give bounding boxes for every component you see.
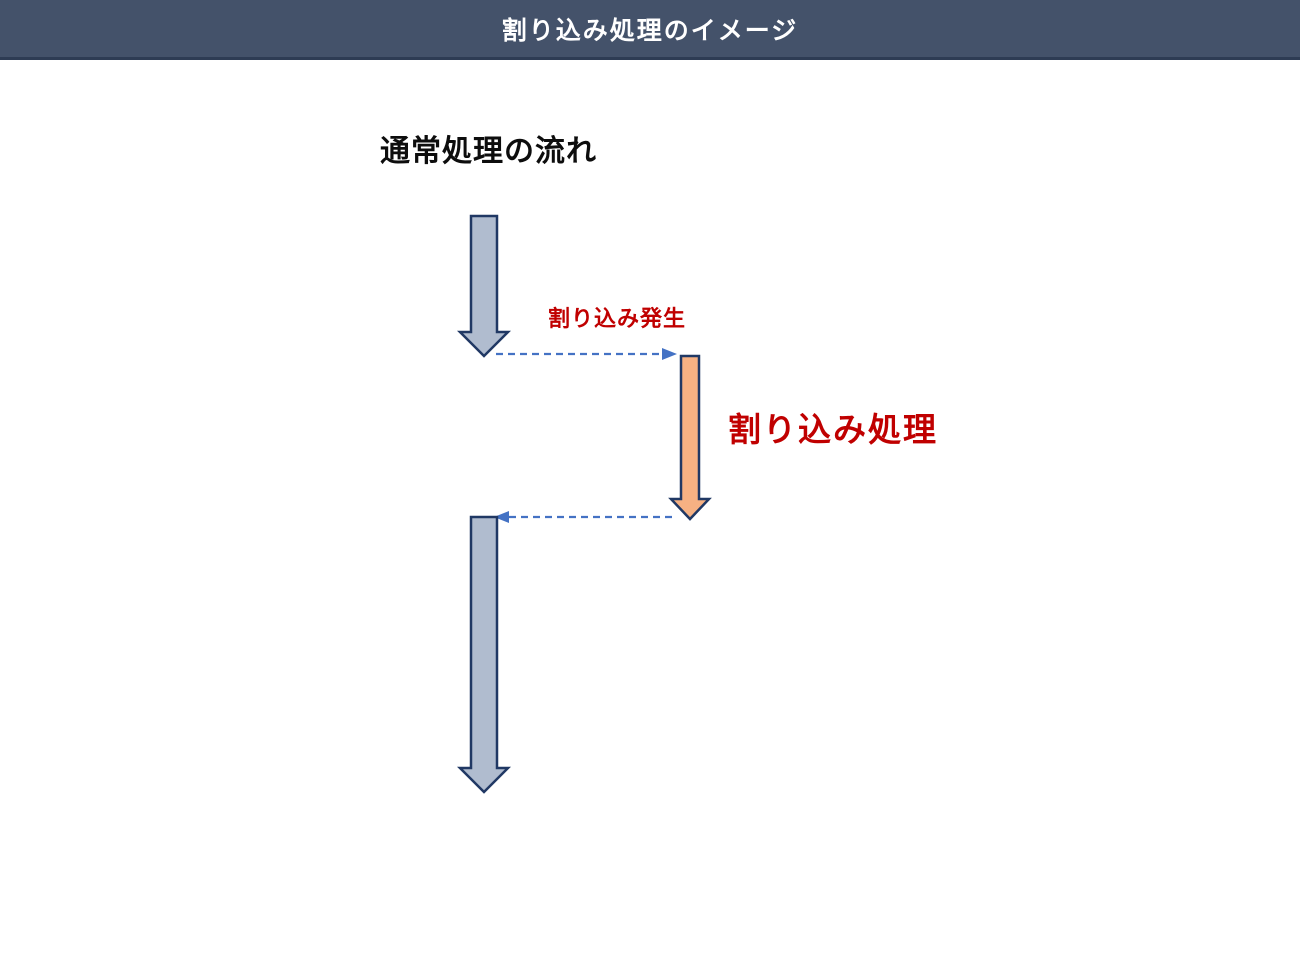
interrupt-processing-caption: 割り込み処理 (728, 410, 938, 449)
interrupt-processing-arrow (668, 354, 712, 521)
slide-header: 割り込み処理のイメージ (0, 0, 1300, 60)
normal-flow-arrow-upper (456, 214, 512, 358)
normal-flow-heading: 通常処理の流れ (380, 134, 597, 169)
interrupt-trigger-dashed-arrow (496, 348, 677, 360)
page-title: 割り込み処理のイメージ (501, 15, 799, 45)
interrupt-return-dashed-arrow (494, 511, 672, 523)
normal-flow-arrow-lower (456, 515, 512, 794)
interrupt-occurs-caption: 割り込み発生 (548, 307, 687, 332)
